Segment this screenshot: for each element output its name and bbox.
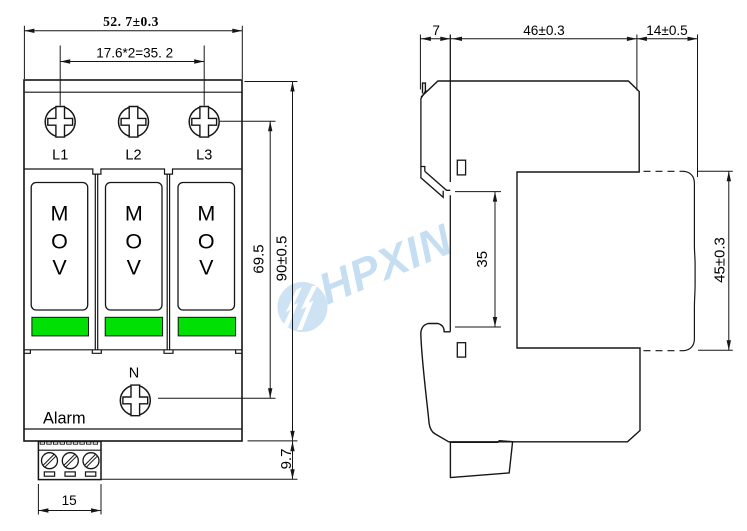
svg-text:O: O (198, 230, 215, 254)
svg-text:N: N (129, 366, 139, 382)
svg-text:O: O (51, 230, 68, 254)
svg-text:O: O (125, 230, 142, 254)
svg-text:Alarm: Alarm (43, 410, 86, 428)
svg-text:V: V (127, 256, 142, 280)
svg-text:35: 35 (474, 251, 491, 268)
svg-text:M: M (51, 202, 69, 226)
svg-text:45±0.3: 45±0.3 (712, 237, 729, 283)
svg-text:7: 7 (432, 23, 440, 38)
svg-text:14±0.5: 14±0.5 (646, 23, 687, 38)
svg-text:V: V (199, 256, 214, 280)
svg-text:69.5: 69.5 (251, 244, 268, 273)
svg-text:L2: L2 (125, 147, 141, 163)
svg-text:M: M (125, 202, 143, 226)
svg-text:90±0.5: 90±0.5 (273, 236, 290, 282)
svg-text:L1: L1 (52, 147, 68, 163)
svg-text:15: 15 (62, 493, 77, 508)
svg-text:17.6*2=35. 2: 17.6*2=35. 2 (96, 45, 173, 60)
svg-text:M: M (197, 202, 215, 226)
svg-text:46±0.3: 46±0.3 (523, 23, 564, 38)
svg-text:L3: L3 (196, 147, 212, 163)
svg-text:V: V (52, 256, 67, 280)
svg-text:9.7: 9.7 (278, 449, 295, 470)
svg-text:52. 7±0.3: 52. 7±0.3 (103, 14, 159, 29)
